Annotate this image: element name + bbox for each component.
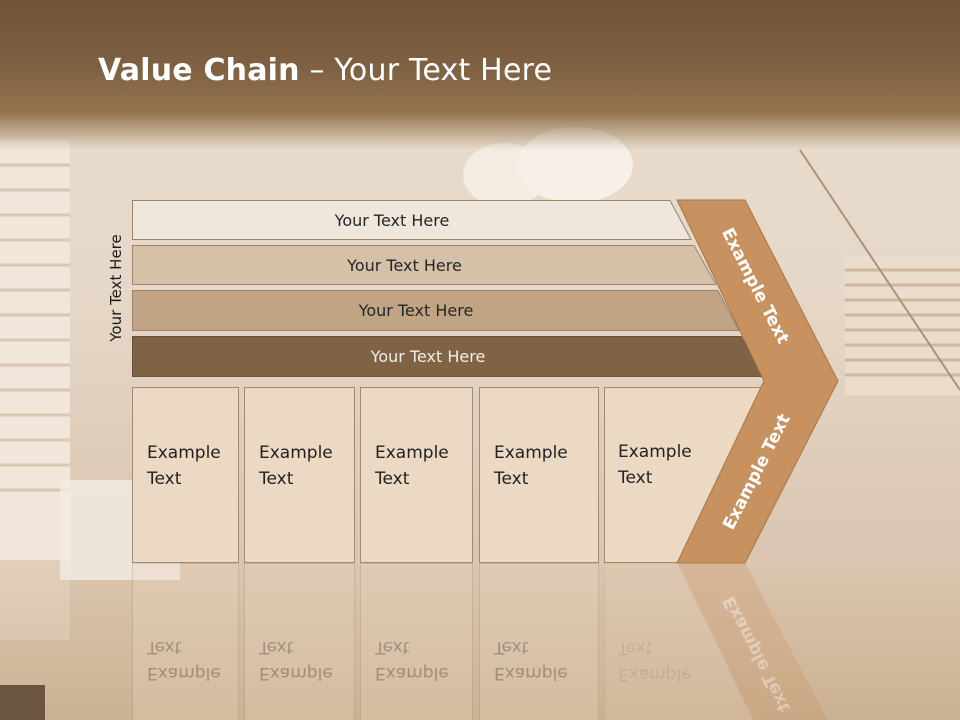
- row-bar-3: Your Text Here: [132, 290, 740, 331]
- column-cell-5: Example Text: [604, 387, 714, 563]
- column-text-line1: Example: [618, 442, 692, 462]
- column-text-line1: Example: [375, 443, 449, 463]
- column-text-line2: Text: [375, 469, 410, 489]
- row-label: Your Text Here: [370, 346, 486, 366]
- column-text-line1: Example: [147, 443, 221, 463]
- row-label: Your Text Here: [347, 255, 462, 275]
- reflection-cell: Example Text: [132, 563, 239, 720]
- reflection-text-line2: Text: [494, 637, 529, 657]
- reflection-text-line2: Text: [147, 637, 182, 657]
- column-text-line2: Text: [618, 468, 653, 488]
- reflection-cell: Example Text: [479, 563, 599, 720]
- slide-title: Value Chain – Your Text Here: [98, 53, 552, 88]
- row-label: Your Text Here: [358, 300, 474, 320]
- title-rest: – Your Text Here: [299, 53, 553, 88]
- reflection-text-line1: Example: [375, 663, 449, 683]
- row-bar-2: Your Text Here: [132, 245, 717, 285]
- reflection-text-line1: Example: [147, 663, 221, 683]
- column-text-line1: Example: [494, 443, 568, 463]
- column-cell-2: Example Text: [244, 387, 355, 563]
- reflection: Example Text Example Text Example Text E…: [0, 563, 960, 720]
- column-text-line2: Text: [259, 469, 294, 489]
- reflection-cell: Example Text: [360, 563, 473, 720]
- reflection-text-line2: Text: [259, 637, 294, 657]
- column-cell-4: Example Text: [479, 387, 599, 563]
- reflection-cell: Example Text: [244, 563, 355, 720]
- row-bar-shape: [132, 200, 692, 240]
- reflection-text-line2: Text: [375, 637, 410, 657]
- reflection-text-line1: Example: [494, 663, 568, 683]
- column-cell-3: Example Text: [360, 387, 473, 563]
- row-bar-shape: [132, 245, 717, 285]
- reflection-text-line1: Example: [259, 663, 333, 683]
- reflection-chevron: [604, 563, 838, 720]
- reflection-inner: Example Text Example Text Example Text E…: [0, 563, 960, 720]
- row-bar-1: Your Text Here: [132, 200, 692, 240]
- column-text-line1: Example: [259, 443, 333, 463]
- header-band: [0, 0, 960, 150]
- column-text-line2: Text: [494, 469, 529, 489]
- title-bold: Value Chain: [98, 53, 300, 88]
- row-label: Your Text Here: [334, 210, 450, 230]
- row-bar-shape: [132, 290, 740, 331]
- column-cell-1: Example Text: [132, 387, 239, 563]
- column-text-line2: Text: [147, 469, 182, 489]
